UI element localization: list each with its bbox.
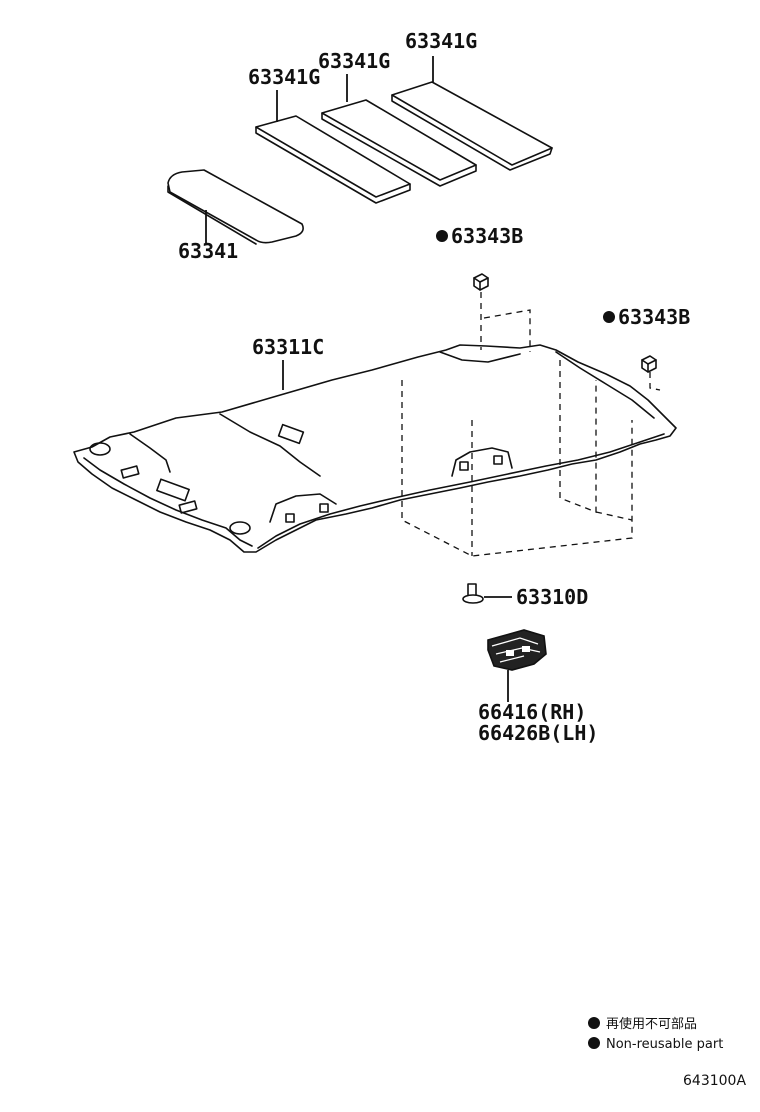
legend-bullet-icon — [588, 1037, 600, 1049]
label-pad-63341g-left: 63341G — [248, 65, 320, 89]
legend-bullet-icon — [588, 1017, 600, 1029]
headliner-63311c — [73, 344, 677, 553]
assembly-lines — [401, 292, 661, 557]
label-clip-63343b-b: 63343B — [618, 305, 690, 329]
pad-63341g-left — [255, 90, 411, 204]
non-reusable-marker-b — [603, 311, 615, 323]
label-holder-66426b-lh: 66426B(LH) — [478, 721, 598, 745]
holder-66416-66426b — [487, 629, 547, 702]
pad-63341g-right — [391, 56, 553, 171]
legend-japanese: 再使用不可部品 — [606, 1016, 697, 1032]
label-pad-63341g-middle: 63341G — [318, 49, 390, 73]
label-clip-63343b-a: 63343B — [451, 224, 523, 248]
non-reusable-marker-a — [436, 230, 448, 242]
label-pad-63341g-right: 63341G — [405, 29, 477, 53]
label-pad-63341-front: 63341 — [178, 239, 238, 263]
pad-63341-front — [167, 169, 304, 245]
legend-english: Non-reusable part — [606, 1037, 723, 1052]
screw-63310d — [462, 583, 512, 604]
figure-code: 643100A — [683, 1073, 746, 1089]
label-holder-66416-rh: 66416(RH) — [478, 700, 586, 724]
legend: 再使用不可部品 Non-reusable part — [588, 1016, 723, 1052]
clip-63343b-a — [473, 273, 489, 291]
pad-63341g-middle — [321, 74, 477, 187]
label-headliner-63311c: 63311C — [252, 335, 324, 359]
label-screw-63310d: 63310D — [516, 585, 588, 609]
clip-63343b-b — [641, 355, 657, 373]
